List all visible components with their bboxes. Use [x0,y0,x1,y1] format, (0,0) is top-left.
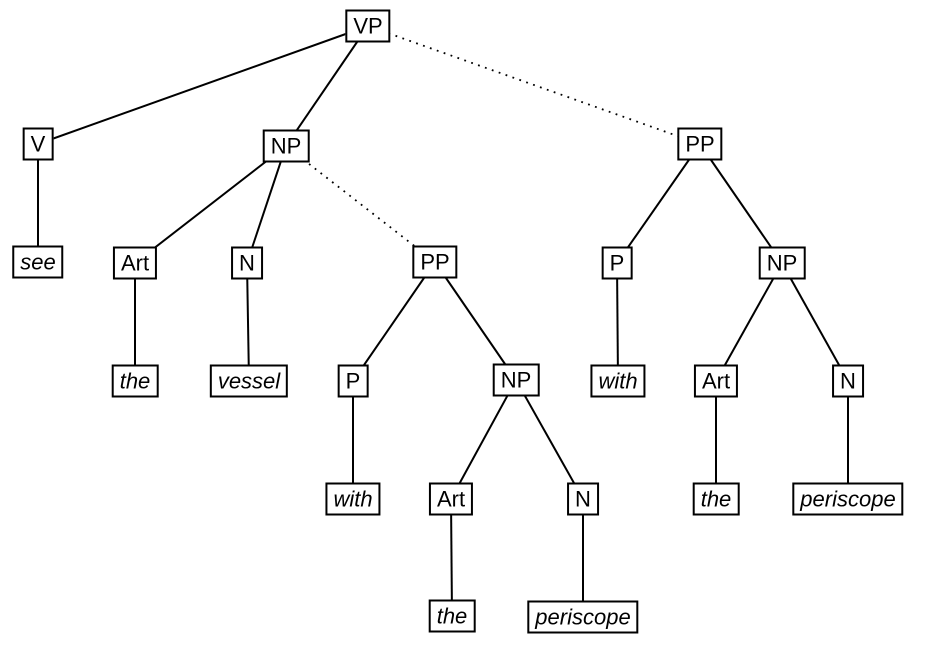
node-the-right: the [692,482,740,516]
node-pp-right: PP [677,127,723,161]
edge-n-obj-vessel [246,262,250,382]
node-the-obj: the [111,364,159,398]
node-vessel: vessel [209,364,289,398]
node-with-right: with [590,364,646,398]
node-p-right: P [601,246,633,280]
edge-vp-v [37,25,369,145]
node-periscope-right: periscope [792,482,904,516]
edge-pp-mid-np-mid [434,261,517,381]
edge-vp-pp-right [367,25,701,145]
node-v: V [22,127,54,161]
node-pp-mid: PP [412,245,458,279]
node-see: see [12,245,64,279]
edge-vp-np-obj [285,25,369,147]
edge-art-mid-the-mid [450,498,453,617]
node-the-mid: the [428,599,476,633]
node-n-right: N [832,364,864,398]
edge-pp-mid-p-mid [352,261,436,382]
edge-np-obj-n-obj [246,145,287,264]
edge-pp-right-np-right [699,143,783,264]
node-art-obj: Art [112,246,158,280]
node-art-mid: Art [428,482,474,516]
node-p-mid: P [337,364,369,398]
node-np-obj: NP [262,129,310,163]
node-with-mid: with [325,482,381,516]
node-vp: VP [345,9,391,43]
edge-np-right-art-right [715,262,783,382]
edge-np-mid-n-mid [515,379,584,500]
edge-np-right-n-right [781,262,849,382]
edge-p-right-with-right [616,262,619,382]
node-art-right: Art [693,364,739,398]
node-periscope-mid: periscope [527,600,639,634]
edge-pp-right-p-right [616,143,701,264]
node-np-right: NP [758,246,806,280]
node-np-mid: NP [492,363,540,397]
edge-np-mid-art-mid [450,379,517,500]
node-n-obj: N [231,246,263,280]
node-n-mid: N [567,482,599,516]
edge-np-obj-art-obj [134,145,287,264]
